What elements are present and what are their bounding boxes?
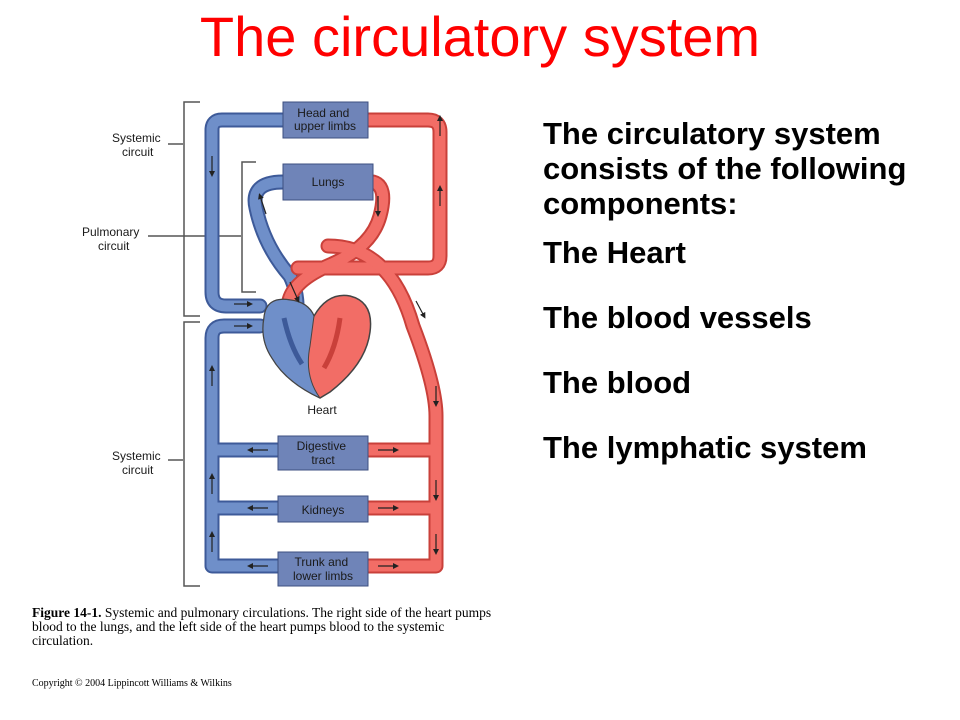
head-label: Head and upper limbs — [294, 106, 356, 133]
digestive-label: Digestive tract — [297, 439, 350, 467]
lungs-label: Lungs — [312, 175, 345, 189]
flow-arrows — [209, 115, 443, 569]
component-item-heart: The Heart — [543, 235, 686, 270]
component-item-blood-vessels: The blood vessels — [543, 300, 812, 335]
component-item-blood: The blood — [543, 365, 692, 400]
components-intro: The circulatory system consists of the f… — [543, 116, 907, 221]
circuit-brackets — [148, 101, 256, 587]
figure-caption-text: Systemic and pulmonary circulations. The… — [32, 605, 492, 648]
pulmonary-label: Pulmonary circuit — [82, 225, 143, 253]
trunk-label: Trunk and lower limbs — [293, 555, 353, 583]
circulation-diagram: Systemic circuit Pulmonary circuit Syste… — [28, 96, 518, 696]
figure-caption: Figure 14-1. Systemic and pulmonary circ… — [32, 606, 507, 648]
circulation-svg: Systemic circuit Pulmonary circuit Syste… — [82, 101, 448, 587]
kidneys-label: Kidneys — [302, 503, 345, 517]
component-item-lymphatic-system: The lymphatic system — [543, 430, 867, 465]
systemic-label-bottom: Systemic circuit — [112, 449, 164, 477]
heart-shape — [262, 294, 372, 399]
copyright-notice: Copyright © 2004 Lippincott Williams & W… — [32, 678, 232, 689]
heart-label: Heart — [307, 403, 337, 417]
components-list: The circulatory system consists of the f… — [543, 116, 953, 495]
organ-boxes — [277, 101, 374, 587]
figure-label: Figure 14-1. — [32, 605, 102, 620]
systemic-label-top: Systemic circuit — [112, 131, 164, 159]
slide-title: The circulatory system — [199, 5, 761, 68]
